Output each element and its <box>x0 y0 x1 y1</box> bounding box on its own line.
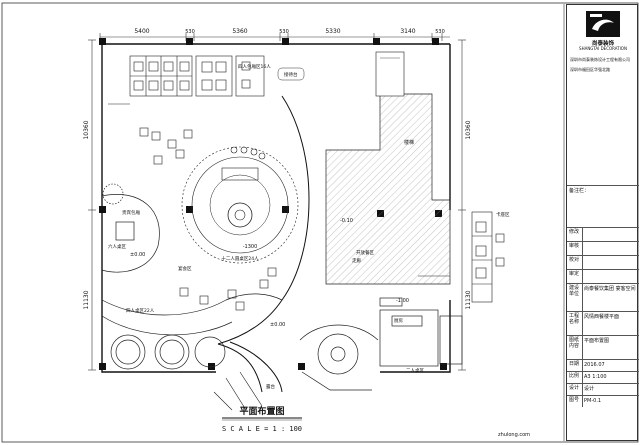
title-block-row: 图纸内容平面布置图 <box>567 335 639 359</box>
dim-right-upper: 10360 <box>465 120 472 139</box>
level-4: -1.00 <box>396 298 409 304</box>
level-3: -0.10 <box>340 218 353 224</box>
level-5: ±0.00 <box>270 322 285 328</box>
dim-left-upper: 10360 <box>83 120 90 139</box>
furniture <box>139 127 505 311</box>
drawing-scale: S C A L E = 1 : 100 <box>222 425 302 433</box>
title-block-row-value: PM-0.1 <box>584 398 602 404</box>
title-block-row: 审定 <box>567 269 639 283</box>
title-block-row: 建设单位尚泰餐饮集团 宴客空间 <box>567 283 639 311</box>
title-block-row-label: 图号 <box>569 397 580 403</box>
title-block-row-value: 设计 <box>584 386 595 392</box>
private-rooms <box>108 55 265 105</box>
title-block-row-label: 校对 <box>569 257 580 263</box>
company-address: 深圳市福田区华强北路 <box>570 67 610 72</box>
dim-right-lower: 11130 <box>465 290 472 309</box>
lower-right-block <box>299 297 463 391</box>
label-booth: 卡座区 <box>496 211 510 218</box>
dim-2: 530 <box>185 29 195 35</box>
dim-3: 5360 <box>232 28 247 35</box>
title-block-row-label: 日期 <box>569 361 580 367</box>
title-block: 尚泰装饰 SHANGTAI DECORATION 深圳市尚泰装饰设计工程有限公司… <box>566 4 639 441</box>
title-block-row: 比例 A3 1:100 <box>567 371 639 383</box>
company-name-en: SHANGTAI DECORATION <box>579 46 627 51</box>
company-full-name: 深圳市尚泰装饰设计工程有限公司 <box>570 57 630 62</box>
label-round-central: 十二人圆桌区24人 <box>221 255 259 262</box>
label-vip: 贵宾包厢 <box>122 209 140 216</box>
title-block-row-value: 2016.07 <box>584 362 605 368</box>
title-block-row-label: 审核 <box>569 243 580 249</box>
banquet-zone <box>101 293 283 393</box>
title-block-row: 校对 <box>567 255 639 269</box>
title-block-row-value: 尚泰餐饮集团 宴客空间 <box>584 286 636 292</box>
round-dining-area <box>181 146 299 264</box>
level-1: -1300 <box>243 244 258 250</box>
company-logo <box>586 11 620 37</box>
top-dimensions <box>99 33 450 41</box>
title-block-row-value: 平面布置图 <box>584 338 610 344</box>
label-six-seat: 六人桌区 <box>108 243 126 250</box>
watermark: zhulong.com <box>498 432 530 438</box>
label-corridor: 走廊 <box>352 257 361 264</box>
title-block-row: 工程名称风情西餐楼平面 <box>567 311 639 335</box>
title-block-row-label: 修改 <box>569 229 580 235</box>
dim-1: 5400 <box>134 28 149 35</box>
title-block-row: 修改 <box>567 227 639 241</box>
title-block-row-value: 风情西餐楼平面 <box>584 314 620 320</box>
title-block-row-label: 建设单位 <box>569 285 580 297</box>
label-stair: 楼梯 <box>404 139 414 146</box>
title-block-row: 设计设计 <box>567 383 639 395</box>
label-kitchen: 厨房 <box>394 317 403 324</box>
title-block-row-label: 图纸内容 <box>569 337 580 349</box>
title-block-row: 日期 2016.07 <box>567 359 639 371</box>
title-block-row-label: 工程名称 <box>569 313 580 325</box>
drawing-title: 平面布置图 <box>239 405 284 417</box>
label-four-seat: 四人桌区22人 <box>126 307 155 314</box>
curved-partition <box>217 95 310 345</box>
booth-column <box>418 211 493 303</box>
label-private-dining: 四人包厢区16人 <box>238 63 271 70</box>
dim-7: 530 <box>435 29 445 35</box>
dim-left-lower: 11130 <box>83 290 90 309</box>
title-block-row-value: A3 1:100 <box>584 374 607 380</box>
notes-label: 备注栏： <box>569 188 590 194</box>
outer-walls <box>101 43 451 373</box>
dim-5: 5330 <box>325 28 340 35</box>
title-block-row-label: 比例 <box>569 373 580 379</box>
dim-4: 530 <box>279 29 289 35</box>
stair-area <box>325 51 451 285</box>
label-open-area: 开放餐区 <box>356 249 374 256</box>
title-block-row: 审核 <box>567 241 639 255</box>
title-block-row-label: 审定 <box>569 271 580 277</box>
title-block-row-label: 设计 <box>569 385 580 391</box>
label-banquet: 宴会区 <box>178 265 192 272</box>
company-name: 尚泰装饰 <box>591 41 614 47</box>
label-outdoor: 露台 <box>266 383 275 390</box>
notes-row: 备注栏： <box>567 185 639 225</box>
level-2: ±0.00 <box>130 252 145 258</box>
label-reception: 接待台 <box>284 71 298 78</box>
vip-lounge <box>101 183 160 273</box>
label-duo: 二人桌区 <box>406 367 424 374</box>
title-block-row: 图号 PM-0.1 <box>567 395 639 407</box>
entry <box>213 371 263 411</box>
side-dimensions <box>88 39 466 371</box>
dim-6: 3140 <box>400 28 415 35</box>
